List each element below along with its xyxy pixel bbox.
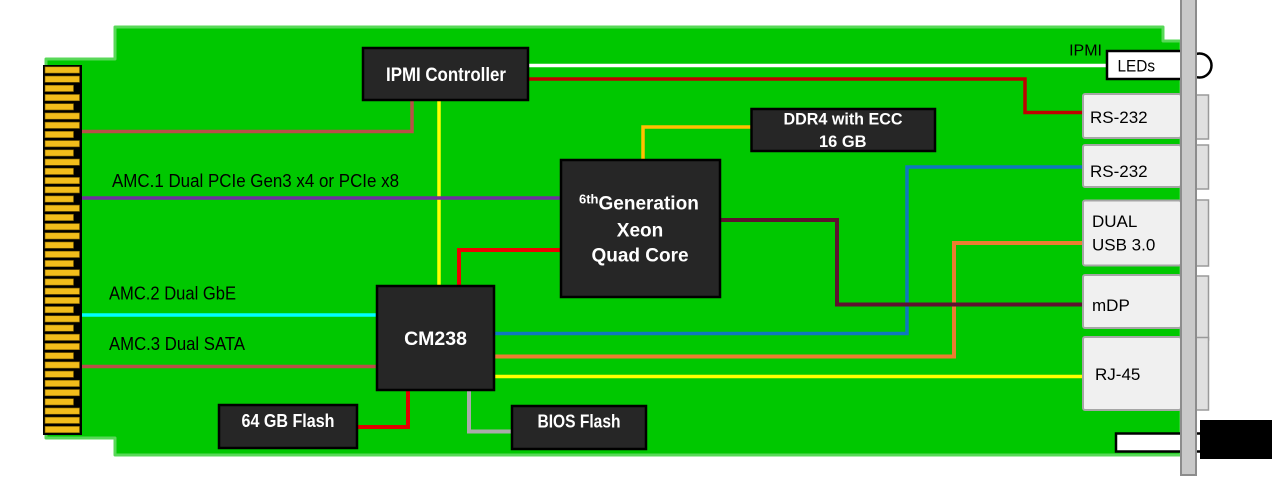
svg-text:IPMI: IPMI — [1069, 43, 1102, 60]
svg-text:Quad Core: Quad Core — [591, 246, 688, 267]
svg-text:Xeon: Xeon — [617, 221, 663, 242]
svg-text:AMC.3 Dual SATA: AMC.3 Dual SATA — [109, 333, 246, 354]
svg-text:RS-232: RS-232 — [1090, 108, 1148, 127]
svg-text:DDR4 with ECC: DDR4 with ECC — [784, 111, 903, 129]
svg-text:LEDs: LEDs — [1118, 57, 1156, 76]
svg-text:RJ-45: RJ-45 — [1095, 365, 1140, 384]
svg-text:AMC.2 Dual GbE: AMC.2 Dual GbE — [109, 283, 236, 304]
svg-text:AMC.1 Dual PCIe Gen3 x4 or PCI: AMC.1 Dual PCIe Gen3 x4 or PCIe x8 — [112, 170, 399, 191]
svg-text:BIOS Flash: BIOS Flash — [538, 411, 621, 432]
svg-text:64 GB Flash: 64 GB Flash — [242, 410, 335, 431]
svg-text:mDP: mDP — [1092, 296, 1130, 315]
svg-text:USB 3.0: USB 3.0 — [1092, 236, 1155, 255]
svg-text:CM238: CM238 — [404, 328, 467, 350]
svg-text:6thGeneration: 6thGeneration — [579, 192, 699, 215]
svg-text:16 GB: 16 GB — [819, 133, 867, 151]
svg-text:IPMI Controller: IPMI Controller — [386, 65, 507, 86]
svg-text:RS-232: RS-232 — [1090, 162, 1148, 181]
svg-text:DUAL: DUAL — [1092, 212, 1137, 231]
